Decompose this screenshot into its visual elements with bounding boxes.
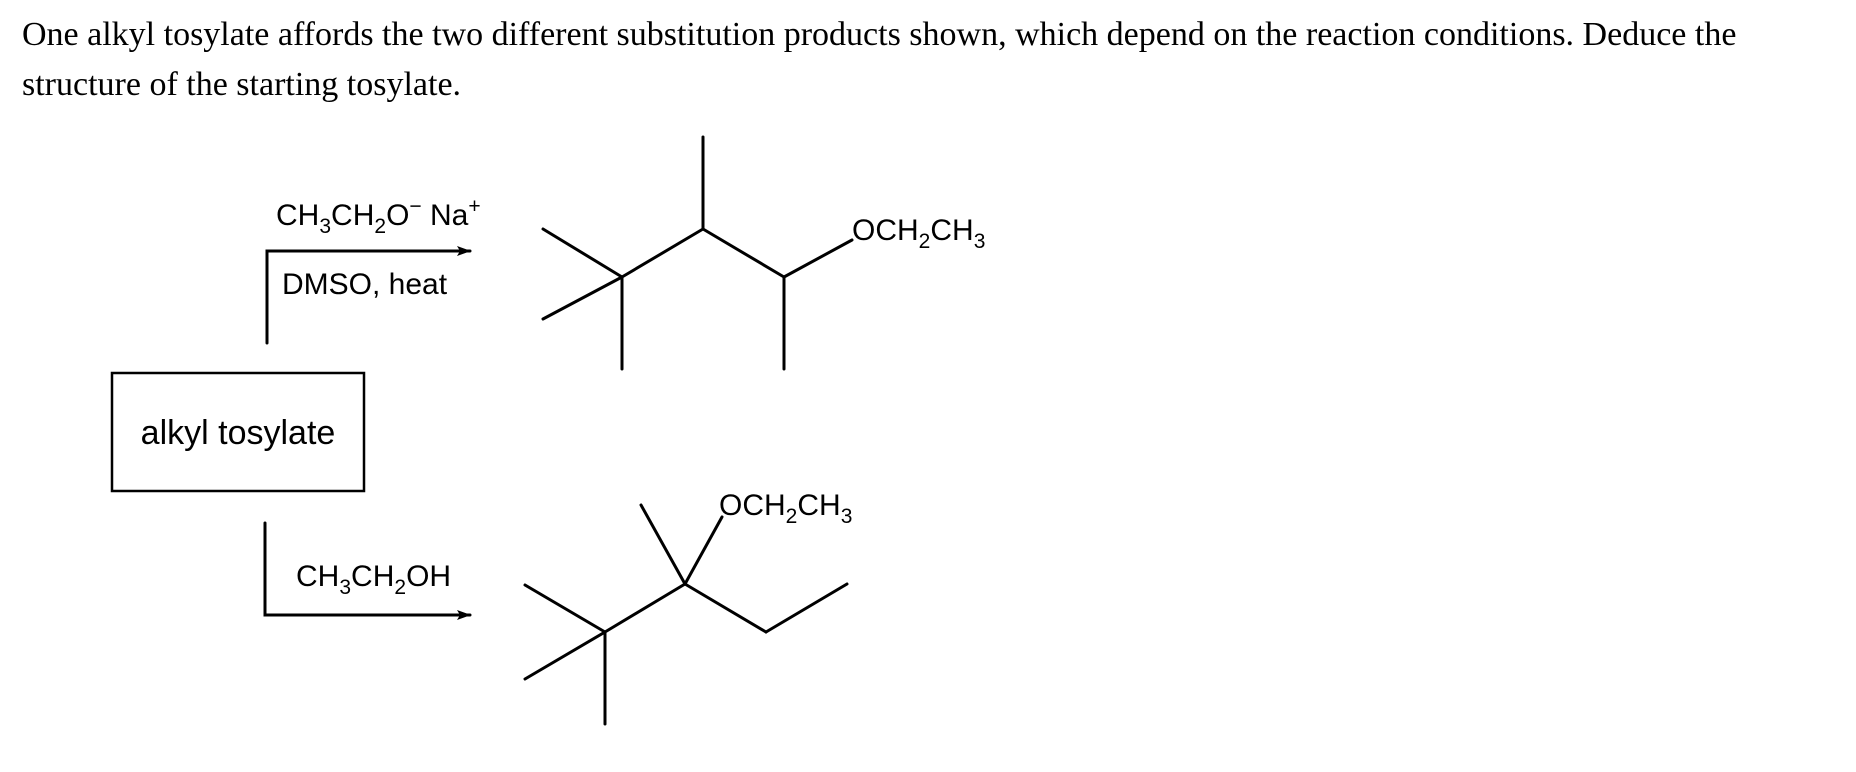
- upper-reagent-above: CH3CH2O− Na+: [276, 195, 481, 238]
- upper-arrow-line: [265, 246, 472, 345]
- starting-material-frame: [110, 371, 366, 493]
- lower-bond: [603, 582, 687, 634]
- upper-bond: [620, 227, 705, 279]
- upper-bond: [701, 227, 786, 279]
- question-text: One alkyl tosylate affords the two diffe…: [22, 16, 1737, 103]
- upper-bond: [541, 275, 624, 321]
- lower-reaction-arrow: [263, 521, 472, 620]
- upper-reaction-arrow: [265, 246, 472, 345]
- lower-bond: [683, 515, 724, 586]
- upper-product-skeleton: [541, 135, 854, 371]
- lower-bond: [764, 582, 849, 634]
- upper-bond: [782, 238, 854, 279]
- lower-bond: [523, 630, 607, 681]
- lower-bond: [683, 582, 768, 634]
- upper-reagent-below: DMSO, heat: [282, 268, 448, 301]
- lower-product-ethoxy: OCH2CH3: [719, 489, 852, 528]
- lower-reagent-above: CH3CH2OH: [296, 560, 451, 599]
- lower-bond: [523, 583, 607, 634]
- upper-bond: [541, 227, 624, 279]
- lower-bond: [639, 503, 687, 586]
- lower-product-skeleton: [523, 503, 849, 726]
- starting-material-box: alkyl tosylate: [110, 371, 366, 493]
- upper-product-ethoxy: OCH2CH3: [852, 214, 985, 253]
- starting-material-label: alkyl tosylate: [141, 414, 336, 452]
- lower-arrow-line: [263, 521, 472, 620]
